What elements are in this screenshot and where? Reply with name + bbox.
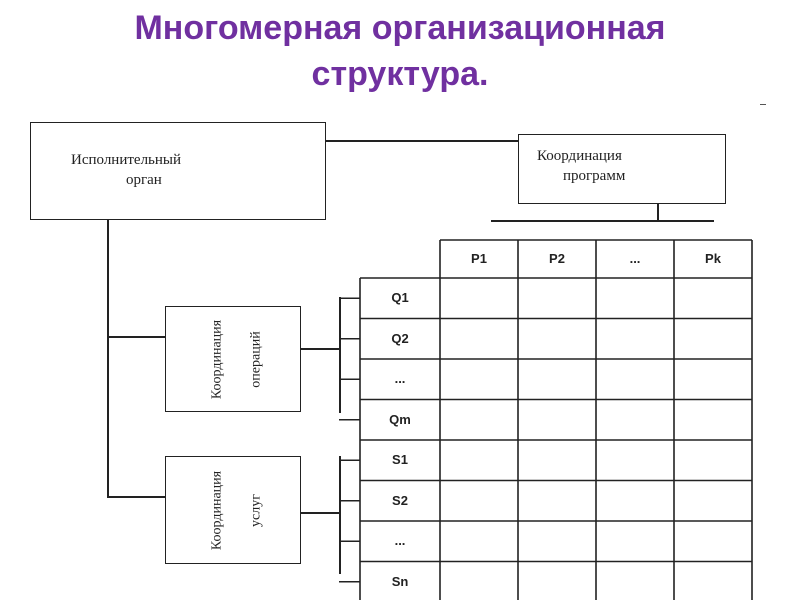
column-header: Pk [705,251,721,266]
row-header: S1 [392,452,408,467]
services-coordination-label-line-2: услуг [248,494,264,527]
decorative-dash [760,104,766,105]
connector-executive-vertical [107,220,109,497]
services-coordination-box: Координация услуг [165,456,301,564]
program-coordination-label-line-1: Координация [537,148,622,164]
row-header: S2 [392,492,408,508]
program-coordination-box: Координация программ [518,134,726,204]
services-bracket [339,456,341,574]
page-title-line-1: Многомерная организационная [134,9,666,47]
executive-body-box: Исполнительный орган [30,122,326,220]
page-title-line-2: структура. [311,55,489,93]
connector-to-operations [107,336,165,338]
row-header: Q1 [391,290,409,305]
connector-operations-out [301,348,339,350]
row-header: Q2 [391,330,409,346]
operations-coordination-box: Координация операций [165,306,301,412]
services-coordination-label-line-1: Координация [209,470,225,551]
connector-program-down [657,204,659,220]
operations-bracket [339,297,341,413]
row-header: ... [394,371,406,386]
row-header: Sn [391,573,409,589]
column-header: ... [629,251,641,266]
row-header: ... [394,533,406,548]
connector-program-horizontal [491,220,714,222]
operations-coordination-label-line-2: операций [248,331,264,388]
connector-executive-to-program [326,140,518,142]
column-header: P1 [471,251,487,266]
program-coordination-label-line-2: программ [563,168,626,184]
executive-label-line-1: Исполнительный [71,152,182,168]
operations-coordination-label-line-1: Координация [209,319,225,400]
executive-label-line-2: орган [126,172,162,188]
column-header: P2 [549,251,565,266]
connector-services-out [301,512,339,514]
row-header: Qm [389,411,411,427]
connector-to-services [107,496,165,498]
